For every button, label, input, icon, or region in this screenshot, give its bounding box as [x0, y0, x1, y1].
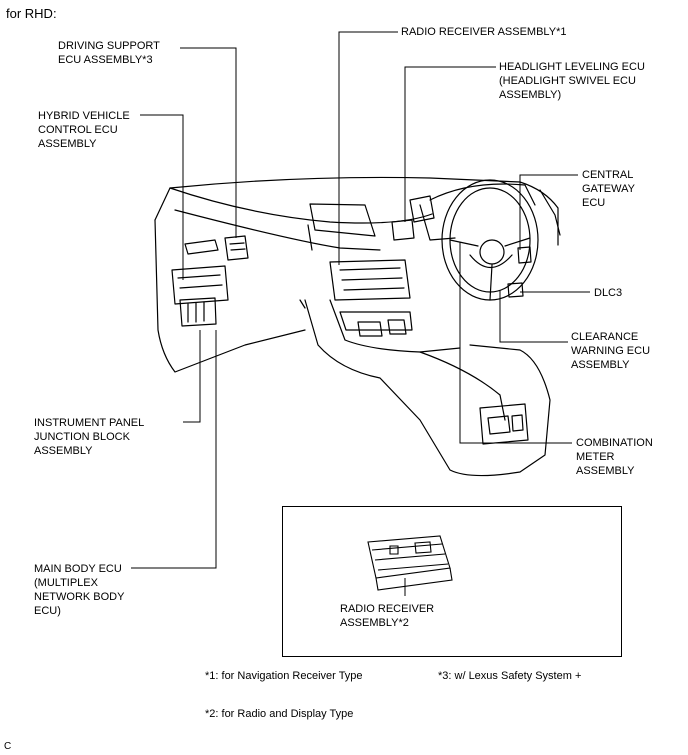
- label-combination-meter-assembly: COMBINATION METER ASSEMBLY: [576, 437, 653, 477]
- footnote-3: *3: w/ Lexus Safety System +: [438, 670, 582, 682]
- diagram-header: for RHD:: [6, 6, 57, 21]
- label-driving-support-ecu: DRIVING SUPPORT ECU ASSEMBLY*3: [58, 40, 160, 66]
- label-dlc3: DLC3: [594, 287, 623, 299]
- label-radio-receiver-assembly-1: RADIO RECEIVER ASSEMBLY*1: [401, 26, 567, 38]
- label-radio-receiver-assembly-2: RADIO RECEIVER ASSEMBLY*2: [340, 603, 435, 629]
- footnote-2: *2: for Radio and Display Type: [205, 708, 354, 720]
- label-hybrid-vehicle-control-ecu: HYBRID VEHICLE CONTROL ECU ASSEMBLY: [38, 110, 130, 150]
- corner-code: C: [4, 741, 12, 752]
- footnote-1: *1: for Navigation Receiver Type: [205, 670, 363, 682]
- inset-radio-frame: [282, 506, 622, 657]
- label-central-gateway-ecu: CENTRAL GATEWAY ECU: [582, 169, 635, 209]
- label-headlight-leveling-ecu: HEADLIGHT LEVELING ECU (HEADLIGHT SWIVEL…: [499, 61, 645, 101]
- label-instrument-panel-junction-block: INSTRUMENT PANEL JUNCTION BLOCK ASSEMBLY: [34, 417, 145, 457]
- label-clearance-warning-ecu: CLEARANCE WARNING ECU ASSEMBLY: [571, 331, 651, 371]
- label-main-body-ecu: MAIN BODY ECU (MULTIPLEX NETWORK BODY EC…: [34, 563, 125, 617]
